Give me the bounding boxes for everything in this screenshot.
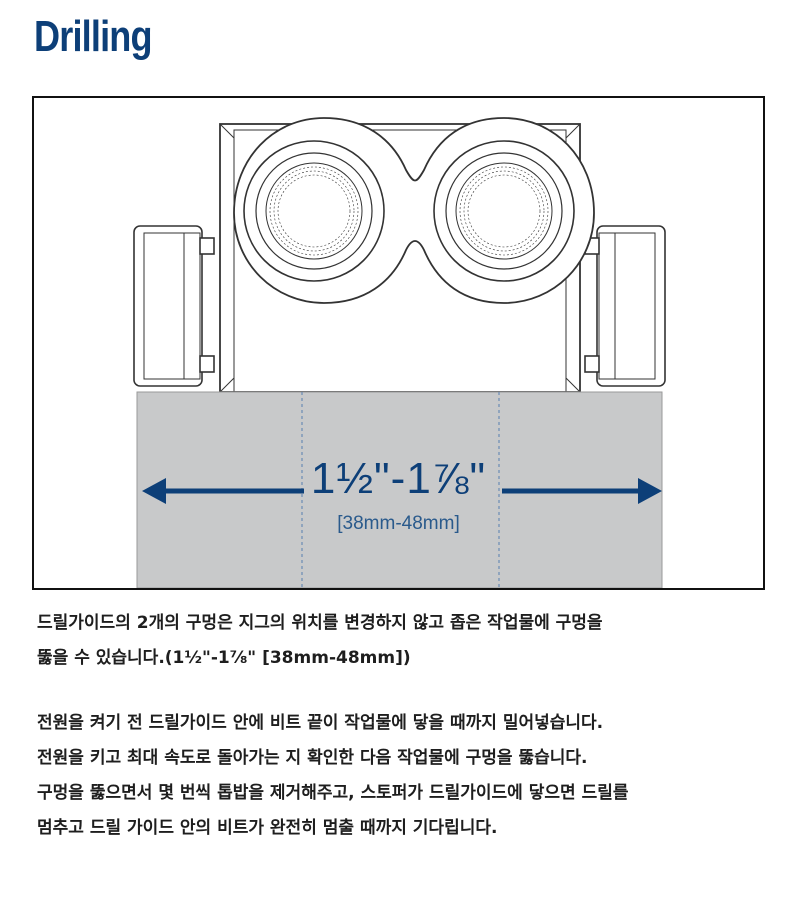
text-line: 멈추고 드릴 가이드 안의 비트가 완전히 멈출 때까지 기다립니다. <box>37 818 498 838</box>
drill-guide-illustration <box>133 117 666 588</box>
text-line: 전원을 키고 최대 속도로 돌아가는 지 확인한 다음 작업물에 구멍을 뚫습니… <box>37 748 588 768</box>
right-arrow <box>502 478 662 504</box>
text-line: 전원을 켜기 전 드릴가이드 안에 비트 끝이 작업물에 닿을 때까지 밀어넣습… <box>37 713 604 733</box>
instructions-paragraph: 전원을 켜기 전 드릴가이드 안에 비트 끝이 작업물에 닿을 때까지 밀어넣습… <box>37 706 770 846</box>
text-line: 뚫을 수 있습니다.(1½"-1⅞" [38mm-48mm]) <box>37 648 411 668</box>
right-wing <box>584 225 666 387</box>
size-range-imperial: 1½"-1⅞" <box>310 454 487 503</box>
drilling-diagram: 1½"-1⅞" [38mm-48mm] <box>32 96 765 590</box>
size-range-metric: [38mm-48mm] <box>337 513 460 534</box>
left-wing <box>133 225 215 387</box>
right-barrel <box>433 140 575 282</box>
left-arrow <box>142 478 304 504</box>
description-paragraph: 드릴가이드의 2개의 구멍은 지그의 위치를 변경하지 않고 좁은 작업물에 구… <box>37 606 770 676</box>
page-title: Drilling <box>34 12 153 61</box>
text-line: 구멍을 뚫으면서 몇 번씩 톱밥을 제거해주고, 스토퍼가 드릴가이드에 닿으면… <box>37 783 629 803</box>
left-barrel <box>243 140 385 282</box>
text-line: 드릴가이드의 2개의 구멍은 지그의 위치를 변경하지 않고 좁은 작업물에 구… <box>37 613 603 633</box>
